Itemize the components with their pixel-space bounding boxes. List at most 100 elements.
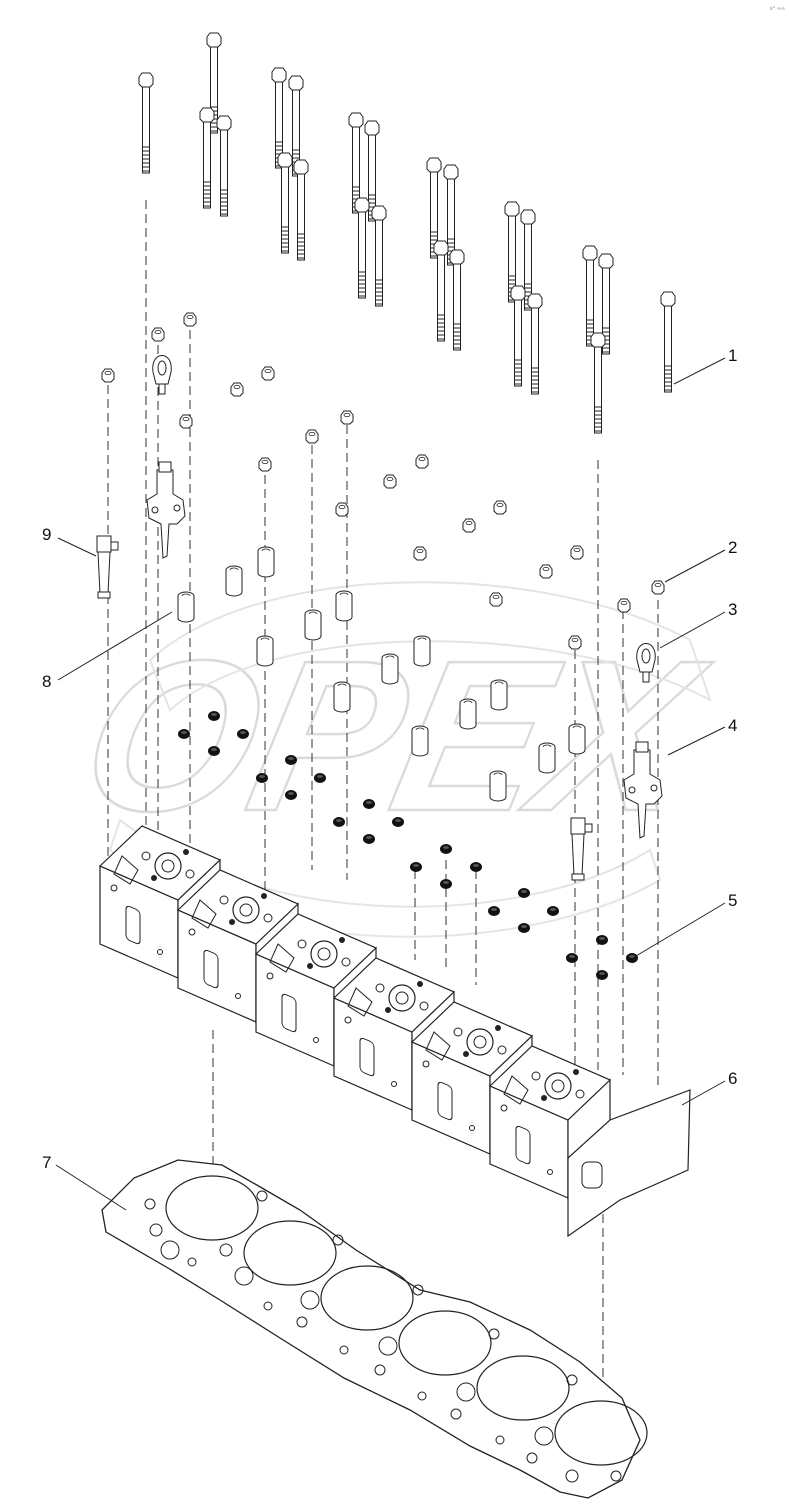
head-bolt <box>138 72 154 174</box>
cylinder-head <box>99 825 691 1238</box>
gasket-bore <box>243 1220 337 1286</box>
nut <box>415 454 429 469</box>
seal <box>256 773 268 783</box>
seal <box>237 729 249 739</box>
head-bolt <box>660 291 676 393</box>
sleeve <box>381 653 399 685</box>
nut <box>183 312 197 327</box>
leader-5 <box>635 902 726 957</box>
callout-label-8: 8 <box>42 672 52 691</box>
cylinder-head-end-face <box>567 1089 691 1238</box>
sleeve <box>177 591 195 623</box>
seal <box>410 862 422 872</box>
seal <box>470 862 482 872</box>
leader-9 <box>57 537 97 557</box>
seal <box>208 711 220 721</box>
nut <box>179 414 193 429</box>
nut <box>261 366 275 381</box>
callout-label-2: 2 <box>728 538 738 557</box>
sleeve <box>335 590 353 622</box>
sleeve <box>304 609 322 641</box>
nut <box>489 592 503 607</box>
seal <box>178 729 190 739</box>
sleeve <box>538 742 556 774</box>
nut <box>651 580 665 595</box>
seal <box>518 888 530 898</box>
gasket-bore <box>320 1265 414 1331</box>
gasket-holes <box>144 1190 622 1483</box>
seal <box>363 799 375 809</box>
nut <box>101 368 115 383</box>
sleeve <box>256 635 274 667</box>
callout-label-9: 9 <box>42 525 52 544</box>
sleeve <box>225 565 243 597</box>
nut <box>383 474 397 489</box>
seal <box>392 817 404 827</box>
leader-4 <box>667 726 726 756</box>
nut <box>335 502 349 517</box>
leader-7 <box>55 1164 127 1211</box>
seal <box>488 906 500 916</box>
sleeve <box>257 546 275 578</box>
gasket-outline <box>101 1159 641 1499</box>
cylinder-head-bolts <box>138 32 676 434</box>
seal <box>285 755 297 765</box>
nut <box>305 429 319 444</box>
watermark-gear <box>148 581 712 712</box>
seal <box>566 953 578 963</box>
leader-2 <box>664 549 726 583</box>
lifting-bracket <box>146 461 186 559</box>
injector <box>96 535 119 599</box>
callout-label-4: 4 <box>728 716 738 735</box>
head-bolt <box>216 115 232 217</box>
seal <box>314 773 326 783</box>
nut <box>617 598 631 613</box>
seal <box>440 844 452 854</box>
callout-leaders <box>55 357 726 1211</box>
seal <box>333 817 345 827</box>
callout-label-1: 1 <box>728 346 738 365</box>
seal <box>596 970 608 980</box>
seal <box>518 923 530 933</box>
nut <box>462 518 476 533</box>
sleeve <box>333 681 351 713</box>
gasket-bore <box>398 1310 492 1376</box>
callout-label-7: 7 <box>42 1153 52 1172</box>
seal <box>547 906 559 916</box>
seal <box>208 746 220 756</box>
seal <box>285 790 297 800</box>
leader-8 <box>57 611 173 681</box>
sleeve <box>459 698 477 730</box>
alignment-lines <box>107 200 659 1440</box>
nut <box>539 564 553 579</box>
nut <box>258 457 272 472</box>
nut <box>568 635 582 650</box>
sleeve <box>489 770 507 802</box>
nut <box>340 410 354 425</box>
nut <box>230 382 244 397</box>
sleeve <box>490 679 508 711</box>
nut <box>570 545 584 560</box>
seal <box>363 834 375 844</box>
gasket-bore <box>476 1355 570 1421</box>
leader-1 <box>673 357 726 385</box>
nut <box>151 327 165 342</box>
sleeve <box>411 725 429 757</box>
gasket-bore <box>554 1400 648 1466</box>
nut <box>493 500 507 515</box>
leader-3 <box>659 611 726 649</box>
callout-label-3: 3 <box>728 600 738 619</box>
head-bolt <box>582 245 598 347</box>
sleeve <box>568 723 586 755</box>
sleeve <box>413 635 431 667</box>
seal <box>626 953 638 963</box>
callout-label-6: 6 <box>728 1069 738 1088</box>
head-gasket <box>101 1159 648 1499</box>
gasket-bore <box>165 1175 259 1241</box>
callout-label-5: 5 <box>728 891 738 910</box>
leader-6 <box>681 1080 726 1106</box>
seal <box>596 935 608 945</box>
corner-mark: s° ∞∞ <box>770 6 786 12</box>
seal <box>440 879 452 889</box>
